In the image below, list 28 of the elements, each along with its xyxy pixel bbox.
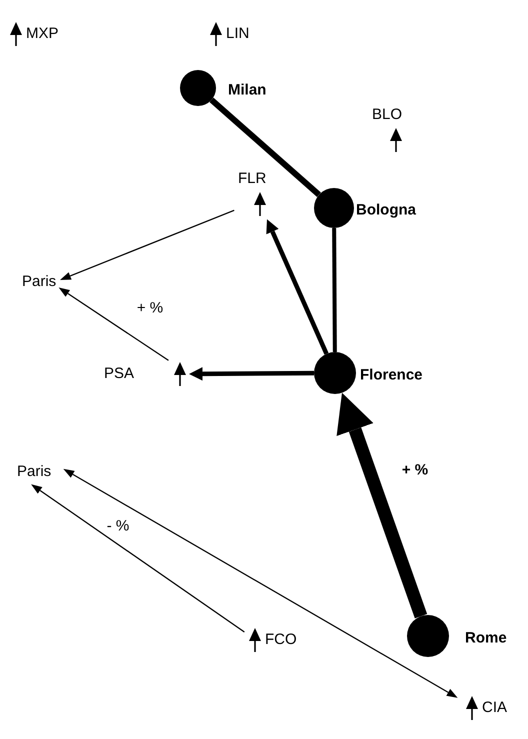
city-dot — [180, 70, 216, 106]
arrow — [63, 468, 458, 698]
destination-name: Paris — [17, 463, 52, 481]
city-dot — [314, 352, 356, 394]
airport-code: MXP — [26, 25, 59, 43]
airport-code: CIA — [482, 699, 508, 717]
arrow — [60, 210, 234, 280]
arrow — [189, 367, 314, 381]
city-name: Rome — [465, 630, 507, 646]
change-label: - % — [106, 518, 130, 534]
arrow — [336, 392, 428, 618]
city-dot — [407, 615, 449, 657]
destination-name: Paris — [22, 273, 56, 291]
city-name: Milan — [228, 82, 266, 98]
connector-line — [210, 98, 321, 198]
airport-code: BLO — [372, 106, 402, 124]
city-dot — [314, 188, 354, 228]
arrow — [266, 219, 329, 355]
city-name: Florence — [360, 366, 423, 384]
city-name: Bologna — [356, 202, 416, 218]
airport-code: LIN — [226, 25, 250, 43]
airport-code: PSA — [104, 365, 134, 383]
change-label: + % — [136, 300, 164, 316]
connector-line — [332, 228, 337, 352]
airport-code: FCO — [265, 631, 297, 649]
airport-code: FLR — [238, 170, 266, 188]
arrow — [58, 287, 169, 361]
arrow — [31, 484, 245, 632]
